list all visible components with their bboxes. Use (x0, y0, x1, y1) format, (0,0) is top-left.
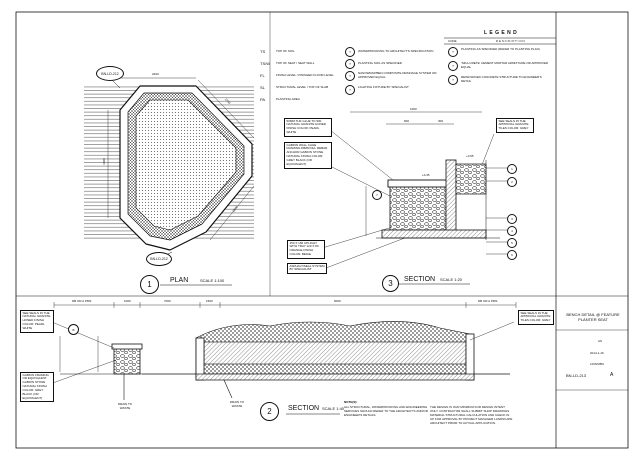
legend-note-desc: REINFORCED CONCRETE STRUCTURE TO ENGINEE… (461, 75, 542, 83)
section-b-note-bottom-left: GABION FRAMING OR EQUIVALENT GABION STON… (20, 372, 54, 403)
section-b-dim: 7000 (164, 299, 171, 303)
section-b-note-top-left-text: SEE SEALS IN THE NATURAL GRANITE HONED F… (22, 310, 51, 331)
legend-symbol-mark: ? (345, 71, 355, 81)
legend-abbr-code: SL (260, 85, 265, 90)
section-b-drain-2: DRAIN TO WASTE (229, 400, 245, 408)
legend-symbol-mark: ? (345, 85, 355, 95)
legend-title: L E G E N D (484, 30, 518, 36)
notes-item-1: ALL STRUCTURAL, WATERPROOFING AND ENGINE… (344, 405, 428, 417)
section-a-tag: 6 (507, 250, 517, 260)
legend-note-mark: ? (448, 61, 458, 71)
plan-dim-top: 2400 (152, 72, 159, 76)
section-b-view-scale: SCALE 1:40 (322, 406, 345, 411)
section-a-level-1: +0.45 (422, 173, 430, 177)
section-a-tag: 2 (507, 177, 517, 187)
title-block-scale: AS (598, 339, 603, 343)
section-a-view-title: SECTION (404, 276, 436, 283)
legend-abbr-code: TS/W (260, 61, 270, 66)
section-a-dim-a: 600 (404, 119, 410, 123)
section-a-note-mid-text: GABION WALL CAGE FRAMING 80MM DIA. REBAR… (286, 142, 328, 167)
section-b-view-number: 2 (260, 402, 279, 421)
legend-abbr-code: TS (260, 49, 266, 54)
legend-note-desc: PLANTING AS SPECIFIED (REFER TO PLANTING… (461, 47, 540, 51)
legend-note-desc: 'SIKA-CRETE' CEMENT MORTAR ADMIXTURE OR … (461, 61, 549, 69)
section-a-note-bottom: ASPHALT/SEAL SYSTEM BY SPECIALIST (287, 263, 327, 274)
section-b-dim: DB OR A PMS (478, 299, 498, 303)
plan-view-scale: SCALE 1:100 (200, 278, 225, 283)
title-block-drawn: LD/SN/BN (590, 362, 604, 366)
section-a-note-mid: GABION WALL CAGE FRAMING 80MM DIA. REBAR… (284, 142, 332, 169)
section-a-note-top-text: 50MM THK GLUE TO 900 NATURAL GRANITE HON… (286, 118, 327, 135)
section-a-tag: 1 (507, 164, 517, 174)
section-a-note-low-text: 150 X 150 UPLIGHT WITH TRAY 120 X 80 ORA… (289, 240, 319, 257)
section-a-view-scale: SCALE 1:20 (440, 277, 463, 282)
plan-view-title: PLAN (170, 277, 189, 284)
legend-symbol-desc: NANOWRAP/BEN COMPOSITE DRAINAGE SYSTEM O… (358, 71, 437, 79)
section-a-tag: 7 (372, 190, 382, 200)
legend-abbr-desc: FINISH LEVEL / FINISHED FLOOR LEVEL (276, 73, 334, 77)
legend-abbr-desc: PLANTING AREA (276, 97, 300, 101)
plan-dim-side: 3400 (101, 158, 106, 165)
legend-abbr-desc: STRUCTURAL LEVEL / TOP OF SLAB (276, 85, 329, 89)
section-b-note-top-right-text: SEE SEALS IN THE APPROVAL GRANITE TILES … (520, 310, 551, 323)
section-a-view-number: 3 (382, 275, 399, 292)
section-a-dim-b: 300 (438, 119, 444, 123)
section-a-note-low: 150 X 150 UPLIGHT WITH TRAY 120 X 80 ORA… (287, 240, 325, 259)
section-a-note-bottom-text: ASPHALT/SEAL SYSTEM BY SPECIALIST (289, 263, 325, 272)
legend-note-mark: ? (448, 75, 458, 85)
legend-symbol-mark: ? (345, 47, 355, 57)
title-block-title: BENCH DETAIL @ FEATURE PLANTER SEAT (566, 312, 620, 323)
legend-symbol-desc: WATERPROOFING TO ARCHITECT'S SPECIFICATI… (358, 49, 434, 53)
plan-section-callout-lower: BN-LD-212 (146, 252, 172, 266)
section-b-view-title: SECTION (288, 405, 320, 412)
section-b-dim: 6000 (334, 299, 341, 303)
legend-abbr-code: PA (260, 97, 266, 102)
legend-symbol-desc: LIGHTING FIXTURE BY SPECIALIST (358, 85, 409, 89)
section-b-note-bottom-left-text: GABION FRAMING OR EQUIVALENT GABION STON… (22, 372, 49, 400)
notes-item-2: THE DESIGN IS OUR MINIMUM FOR DESIGN INT… (430, 405, 513, 425)
legend-description-header: D E S C R I P T I O N (496, 39, 525, 43)
section-b-dim: 1000 (124, 299, 131, 303)
section-a-tag: 4 (507, 226, 517, 236)
legend-symbol-desc: PLANTING SOIL AS SPECIFIED (358, 61, 402, 65)
legend-code-header: CODE (448, 39, 457, 43)
title-block-revision: A (610, 372, 614, 378)
section-a-tag: 3 (507, 214, 517, 224)
section-b-dim: 1500 (206, 299, 213, 303)
section-a-note-top: 50MM THK GLUE TO 900 NATURAL GRANITE HON… (284, 118, 332, 137)
section-b-note-top-left: SEE SEALS IN THE NATURAL GRANITE HONED F… (20, 310, 54, 333)
legend-symbol-mark: ? (345, 59, 355, 69)
legend-note-mark: ? (448, 47, 458, 57)
legend-abbr-desc: TOP OF SOIL (276, 49, 295, 53)
title-block-date: 2014-1-16 (590, 351, 604, 355)
section-a-level-2: +0.65 (466, 154, 474, 158)
section-a-tag: 5 (507, 238, 517, 248)
legend-abbr-desc: TOP OF SEAT / SEAT WALL (276, 61, 315, 65)
legend-abbr-code: FL (260, 73, 265, 78)
section-a-note-right-text: SEE SEALS IN THE APPROVAL GRANITE TILES … (498, 118, 529, 131)
title-block-drawing-no: BN-LD-213 (566, 373, 587, 378)
notes-label: NOTE(S): (344, 400, 358, 404)
section-a-note-right: SEE SEALS IN THE APPROVAL GRANITE TILES … (496, 118, 534, 133)
section-b-drain-1: DRAIN TO WASTE (117, 402, 133, 410)
section-b-tag: B (68, 324, 79, 335)
section-a-dim-total: 1000 (410, 107, 417, 111)
section-b-dim: DB OR A PMS (72, 299, 92, 303)
plan-section-callout: BN-LD-212 (96, 66, 124, 81)
plan-view-number: 1 (140, 275, 159, 294)
section-b-note-top-right: SEE SEALS IN THE APPROVAL GRANITE TILES … (518, 310, 554, 325)
